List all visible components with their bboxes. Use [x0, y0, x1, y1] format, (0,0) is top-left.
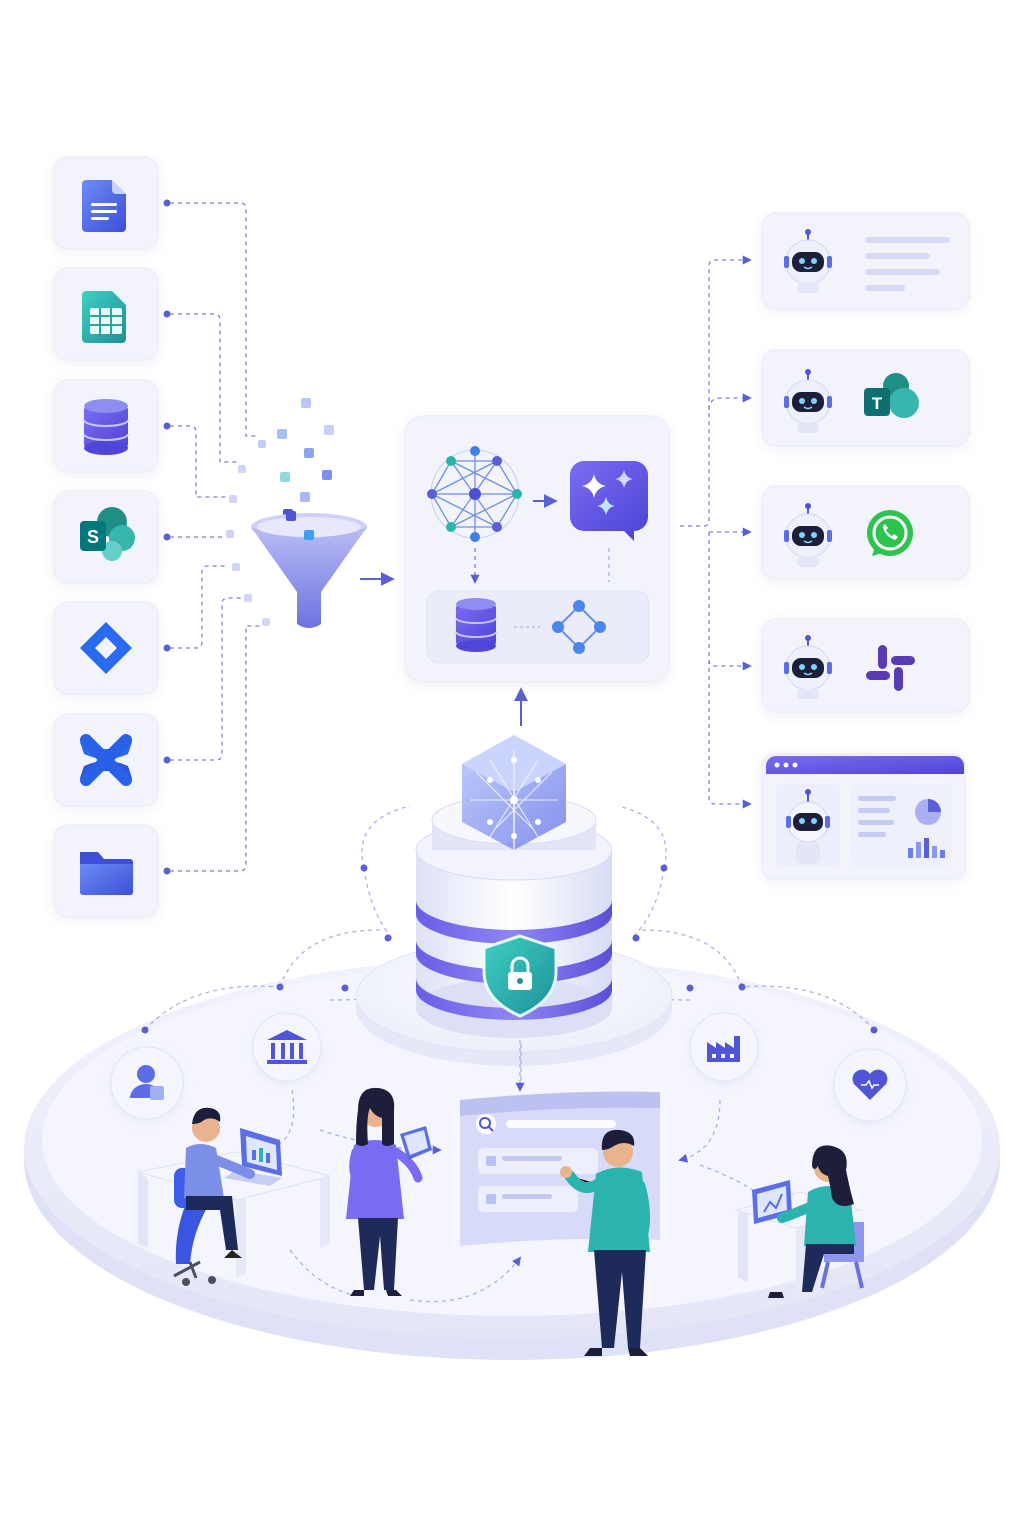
source-column: S — [53, 156, 159, 918]
robot-icon — [784, 229, 832, 293]
source-card-folder — [53, 824, 159, 918]
teams-icon: T — [864, 373, 919, 418]
ingestion-funnel — [226, 398, 395, 628]
bank-icon — [267, 1030, 307, 1064]
output-column: T — [761, 212, 970, 880]
robot-icon — [784, 635, 832, 699]
robot-icon — [786, 789, 830, 864]
teams-letter: T — [872, 394, 883, 413]
user-icon — [130, 1065, 164, 1100]
person-working-at-desk-left — [137, 1107, 331, 1286]
bank-icon-badge — [252, 1012, 322, 1082]
person-with-tablet — [346, 1087, 432, 1296]
person-pointing — [560, 1129, 651, 1356]
whatsapp-icon — [867, 510, 913, 556]
output-card-slack — [761, 618, 970, 713]
hub-icons — [110, 1012, 907, 1122]
output-card-web — [761, 753, 966, 880]
knowledge-graph-cube-icon — [462, 735, 566, 850]
hub-orbit-connectors — [141, 805, 878, 1034]
source-card-database — [53, 379, 159, 473]
search-icon — [479, 1117, 494, 1132]
output-card-teams: T — [761, 349, 970, 447]
slack-icon — [866, 645, 915, 691]
source-connectors — [163, 199, 262, 875]
spreadsheet-icon — [82, 291, 126, 343]
person-working-at-desk-right — [734, 1145, 864, 1298]
source-card-jira — [53, 601, 159, 695]
output-card-whatsapp — [761, 485, 970, 580]
factory-icon — [707, 1036, 740, 1062]
factory-icon-badge — [689, 1012, 759, 1082]
user-icon-badge — [110, 1046, 184, 1120]
sharepoint-letter: S — [87, 527, 99, 547]
source-card-sharepoint: S — [53, 490, 159, 584]
heart-icon-badge — [833, 1048, 907, 1122]
tablet-icon — [400, 1126, 432, 1160]
funnel-icon — [251, 511, 367, 628]
output-connectors — [680, 255, 752, 809]
ai-sparkle-chat-icon — [570, 461, 648, 541]
robot-icon — [784, 369, 832, 433]
heart-icon — [852, 1069, 888, 1100]
source-card-confluence — [53, 713, 159, 807]
jira-icon — [80, 622, 132, 674]
web-dashboard-icon — [766, 756, 964, 866]
ai-processing-card — [404, 415, 670, 726]
document-icon — [82, 180, 126, 232]
sharepoint-icon: S — [80, 507, 135, 561]
folder-icon — [80, 852, 133, 895]
database-icon — [83, 399, 129, 455]
output-card-chat — [761, 212, 970, 310]
confluence-icon — [80, 734, 132, 786]
chat-window-icon — [865, 237, 950, 291]
robot-icon — [784, 503, 832, 567]
neural-network-icon — [427, 446, 522, 542]
source-card-spreadsheet — [53, 267, 159, 361]
vector-database-icon — [455, 598, 497, 652]
shield-lock-icon — [482, 934, 558, 1018]
floor-connectors — [269, 1040, 761, 1303]
source-card-document — [53, 156, 159, 250]
graph-icon — [552, 600, 606, 654]
